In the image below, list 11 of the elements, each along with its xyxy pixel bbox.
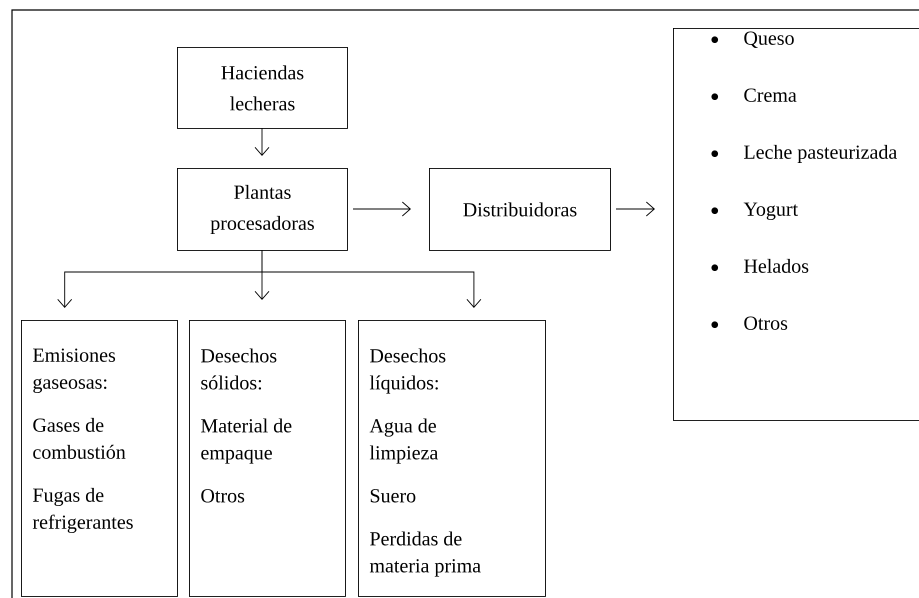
- arrow: [616, 202, 655, 216]
- product-list-box: Queso Crema Leche pasteurizada Yogurt Helados Otros: [673, 28, 919, 421]
- waste-box: Desechos líquidos: Agua de limpieza Suero Perdidas de materia prima: [358, 320, 546, 597]
- arrow: [254, 128, 270, 156]
- waste-box: Desechos sólidos: Material de empaque Otros: [189, 320, 346, 597]
- process-box: Haciendas lecheras: [177, 47, 348, 129]
- process-box: Distribuidoras: [429, 168, 611, 251]
- arrow: [352, 202, 411, 216]
- waste-box: Emisiones gaseosas: Gases de combustión Fugas de refrigerantes: [21, 320, 178, 597]
- process-box: Plantas procesadoras: [177, 168, 348, 251]
- arrow: [262, 250, 482, 308]
